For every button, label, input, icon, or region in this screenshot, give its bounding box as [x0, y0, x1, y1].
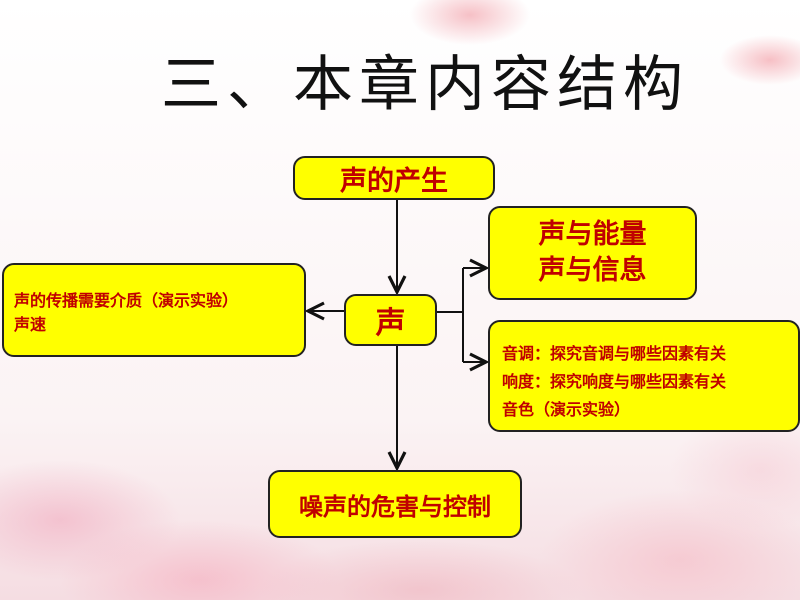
node-energy-info: 声与能量 声与信息	[488, 206, 697, 300]
pitch-label: 音调：探究音调与哪些因素有关	[502, 344, 727, 363]
node-characteristics: 音调：探究音调与哪些因素有关 响度：探究响度与哪些因素有关 音色（演示实验）	[488, 320, 800, 432]
node-propagation: 声的传播需要介质（演示实验） 声速	[2, 263, 306, 357]
propagation-label: 声的传播需要介质（演示实验）	[14, 291, 239, 310]
page-title: 三、本章内容结构	[161, 50, 689, 120]
loudness-label: 响度：探究响度与哪些因素有关	[502, 372, 727, 391]
node-noise: 噪声的危害与控制	[268, 470, 522, 538]
node-production: 声的产生	[293, 156, 495, 200]
info-label: 声与信息	[538, 255, 647, 286]
timbre-label: 音色（演示实验）	[502, 400, 631, 419]
energy-label: 声与能量	[538, 219, 647, 250]
sound-speed-label: 声速	[14, 315, 47, 334]
node-center: 声	[344, 294, 437, 346]
